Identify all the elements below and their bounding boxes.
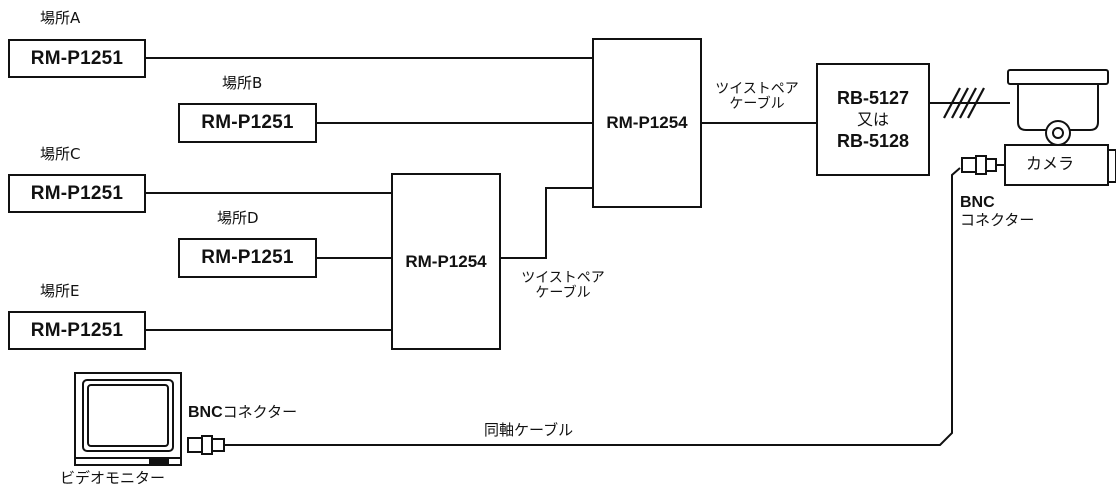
unit-box-b: RM-P1251 [178, 103, 317, 143]
coax-cable [236, 167, 961, 446]
video-monitor-illustration [74, 372, 236, 466]
location-label-e: 場所E [40, 282, 80, 300]
unit-box-a: RM-P1251 [8, 39, 146, 78]
unit-label-d: RM-P1251 [201, 247, 294, 268]
monitor-connector-label: BNCコネクター [188, 404, 297, 422]
twisted-pair-bottom-line1: ツイストペア [521, 270, 605, 286]
hub-label-lower: RM-P1254 [405, 251, 487, 271]
monitor-connector-text: コネクター [222, 403, 298, 421]
receiver-model-2: RB-5128 [836, 130, 910, 151]
receiver-or: 又は [856, 109, 889, 129]
unit-label-a: RM-P1251 [30, 47, 124, 69]
coax-cable-label: 同軸ケーブル [484, 421, 574, 439]
location-label-b: 場所B [222, 74, 263, 92]
twisted-pair-label-top: ツイストペア ケーブル [705, 81, 809, 113]
unit-label-e: RM-P1251 [30, 319, 124, 341]
camera-illustration [961, 69, 1116, 186]
camera-label: カメラ [1026, 154, 1075, 173]
unit-box-d: RM-P1251 [178, 238, 317, 278]
unit-label-c: RM-P1251 [30, 182, 124, 204]
twisted-pair-bottom-line2: ケーブル [535, 285, 591, 302]
location-label-a: 場所A [40, 9, 81, 27]
hub-box-upper: RM-P1254 [592, 38, 702, 208]
twisted-pair-top-line2: ケーブル [729, 96, 785, 113]
camera-connector-label: BNC コネクター [960, 194, 1034, 228]
camera-connector-text: コネクター [960, 210, 1035, 229]
hub-box-lower: RM-P1254 [391, 173, 501, 350]
unit-label-b: RM-P1251 [201, 112, 294, 133]
twisted-pair-label-bottom: ツイストペア ケーブル [511, 270, 615, 302]
camera-connector-bnc: BNC [960, 194, 995, 211]
location-label-c: 場所C [40, 145, 81, 163]
monitor-connector-bnc: BNC [188, 404, 223, 421]
twisted-pair-top-line1: ツイストペア [715, 81, 799, 97]
unit-box-e: RM-P1251 [8, 311, 146, 350]
receiver-model-1: RB-5127 [836, 88, 910, 108]
video-monitor-label: ビデオモニター [60, 469, 166, 487]
multi-wire-hatch [943, 87, 985, 119]
hub-label-upper: RM-P1254 [606, 113, 688, 132]
unit-box-c: RM-P1251 [8, 174, 146, 213]
receiver-box: RB-5127 又は RB-5128 [816, 63, 930, 176]
wire-hub2-hub1 [501, 187, 592, 259]
location-label-d: 場所D [217, 209, 259, 227]
